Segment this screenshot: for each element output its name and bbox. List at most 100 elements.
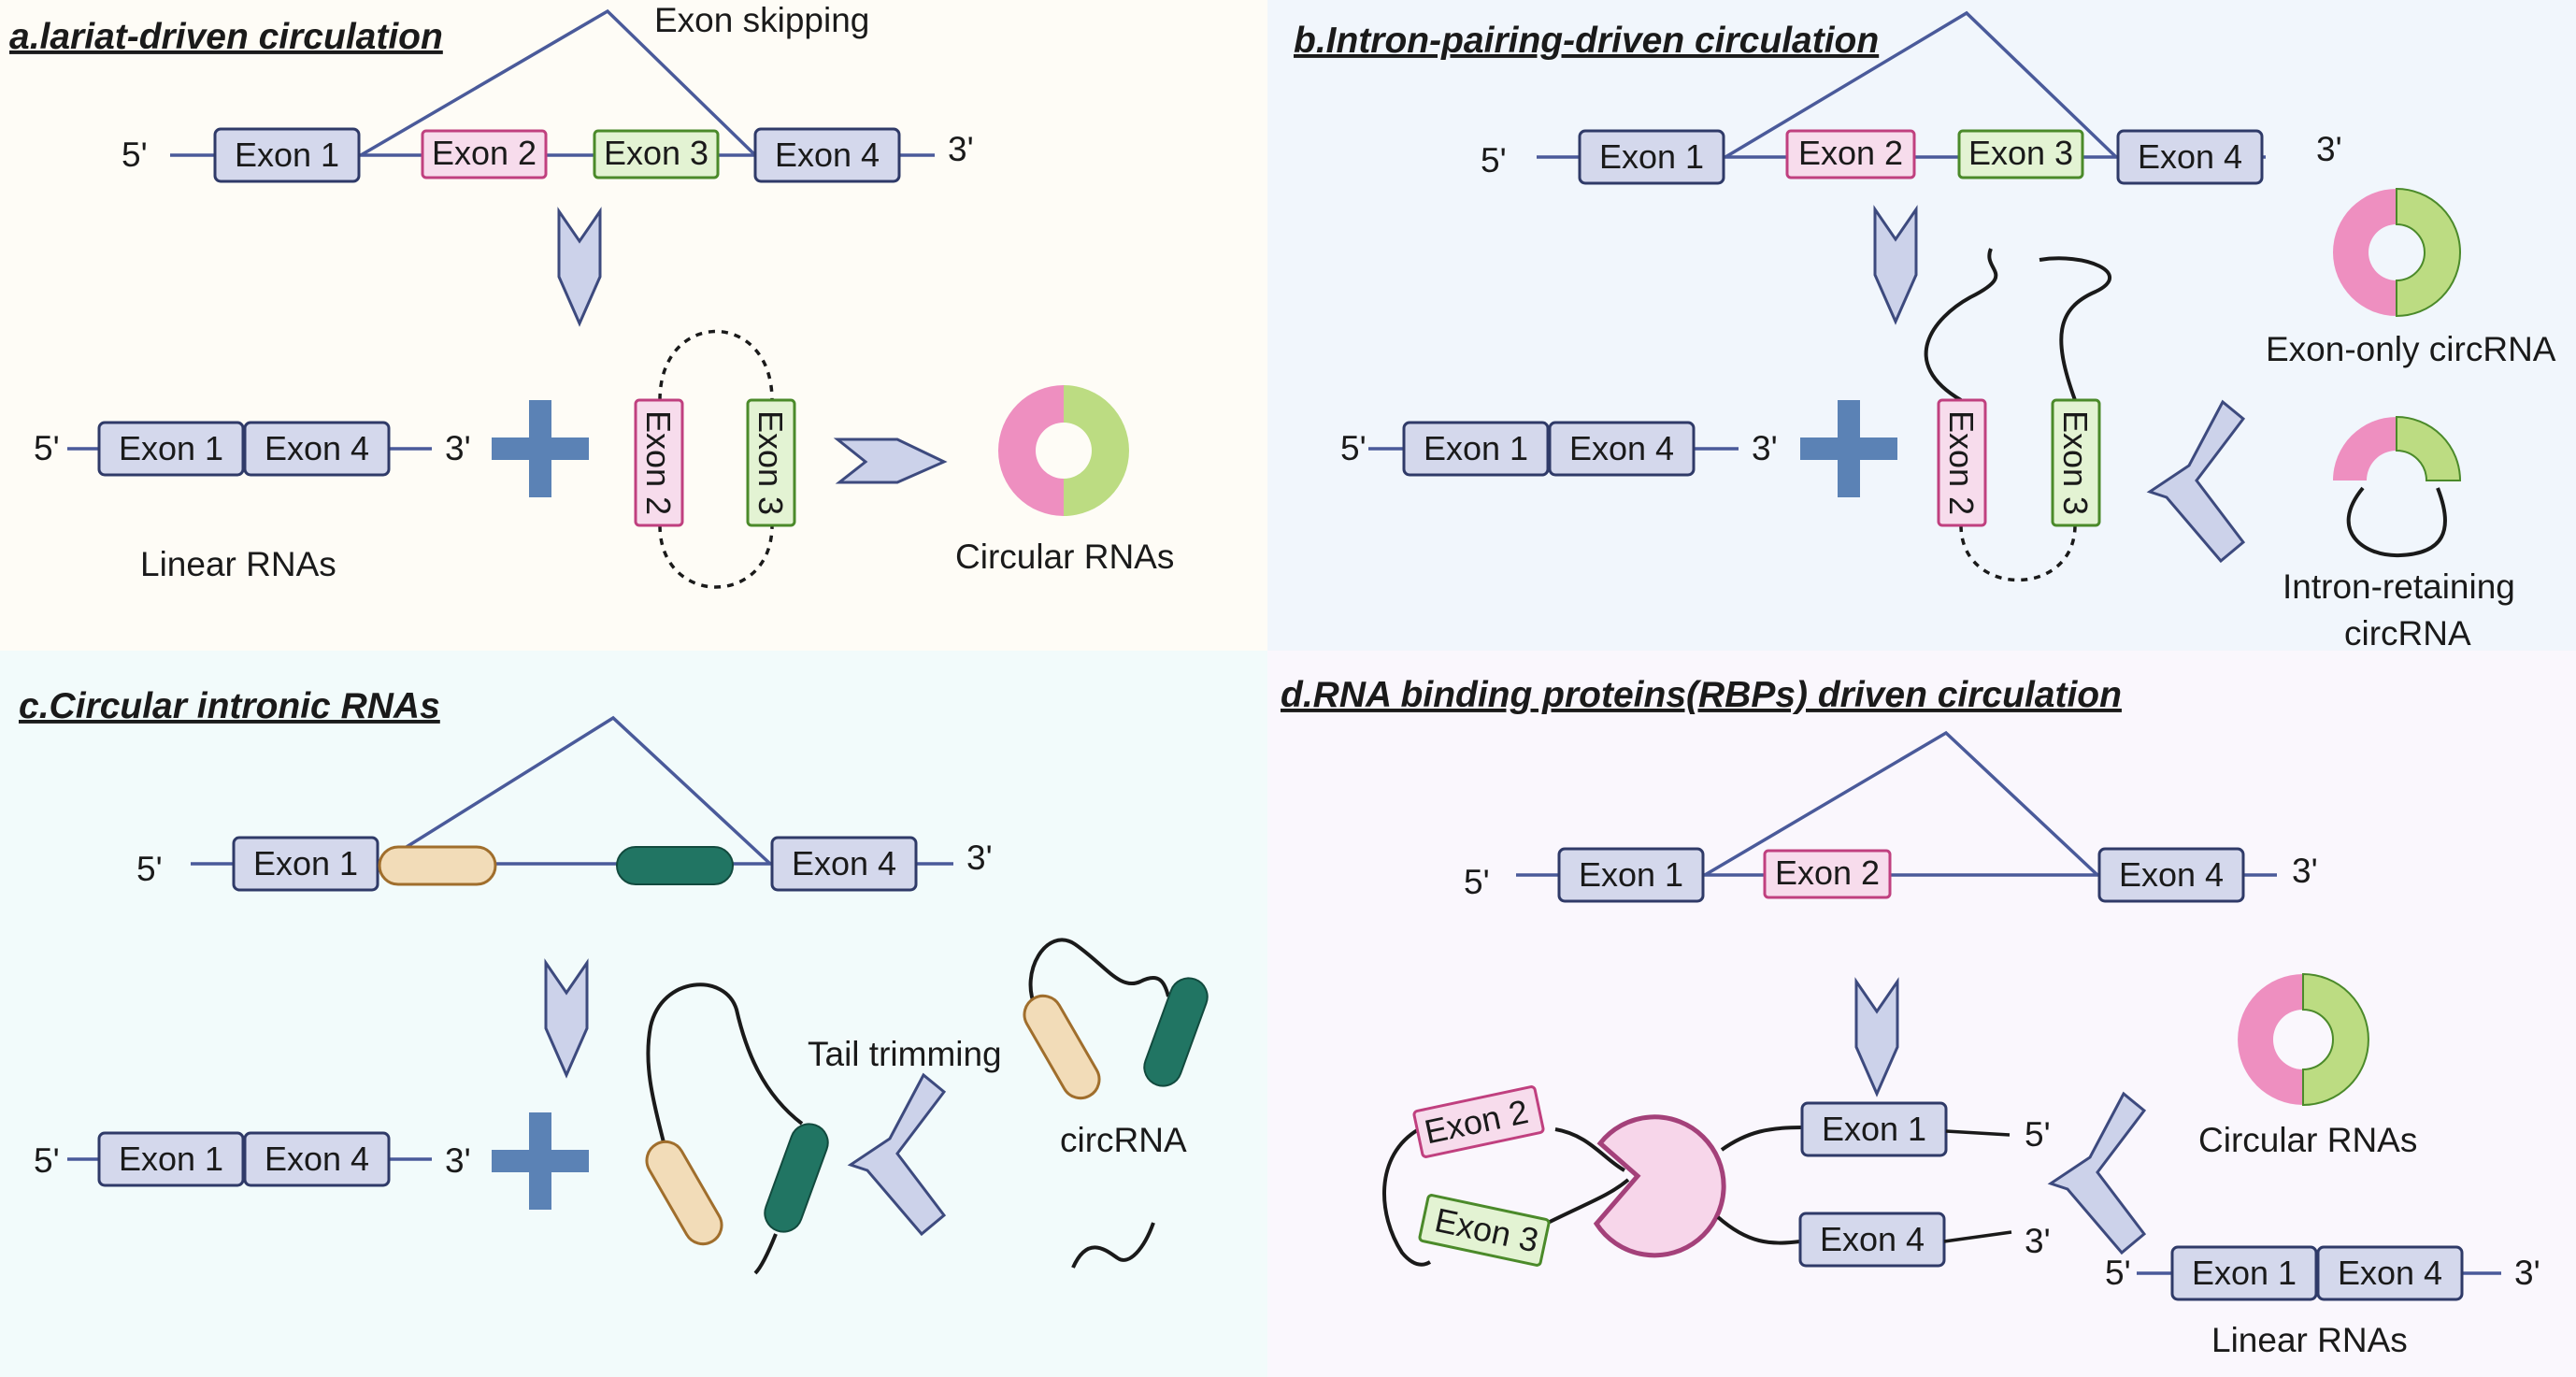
exon-1-label: Exon 1 [119,429,223,467]
intron-retaining-circrna-pink-half [2333,417,2397,481]
lariat-teal-element [764,1123,829,1233]
panel-b: b.Intron-pairing-driven circulation 5' 3… [1294,10,2556,653]
exon-1-label: Exon 1 [253,844,358,882]
intron-retaining-label-line1: Intron-retaining [2283,567,2515,606]
exon-2-label: Exon 2 [432,134,537,172]
panel-d: d.RNA binding proteins(RBPs) driven circ… [1281,675,2540,1359]
intron-tail [2039,256,2111,401]
exon-4-label: Exon 4 [1569,429,1674,467]
panel-d-title: d.RNA binding proteins(RBPs) driven circ… [1281,675,2122,715]
retained-intron-loop [2346,486,2447,558]
intron-retaining-circrna-green-half [2396,415,2462,481]
intron-retaining-label-line2: circRNA [2344,614,2471,653]
five-prime-label: 5' [122,136,148,174]
exon-2-box [634,398,684,527]
exon-4-box [770,836,918,892]
exon-1-label: Exon 1 [1599,137,1704,176]
panel-c-title: c.Circular intronic RNAs [19,686,440,726]
right-arrow [833,437,948,484]
circular-rnas-label: Circular RNAs [2198,1121,2417,1159]
exon-1-box [213,127,361,183]
exon-3-label: Exon 3 [2056,410,2095,515]
exon-4-box [243,1131,391,1187]
exon-2-box [1785,129,1916,179]
circrna-teal-element [1143,977,1209,1087]
exon-4-label: Exon 4 [775,136,880,174]
three-prime-label: 3' [2025,1222,2051,1260]
panel-c-background [0,651,1267,1377]
intronic-rna-strand [646,983,804,1143]
exon-3-label: Exon 3 [604,134,708,172]
exon-4-box [2316,1245,2464,1301]
intronic-rna-tail [753,1233,778,1275]
intron-element-teal [616,846,734,885]
circular-rna-pink-half [2238,974,2303,1105]
three-prime-label: 3' [966,839,993,877]
exon-1-box [1402,421,1550,477]
five-prime-label: 5' [2025,1115,2051,1154]
exon-4-label: Exon 4 [2338,1254,2442,1292]
exon-3-box [1418,1194,1551,1267]
exon-1-label: Exon 1 [235,136,339,174]
circrna-tan-element [1023,994,1101,1100]
exon-only-circrna-label: Exon-only circRNA [2266,330,2556,368]
five-prime-label: 5' [1481,141,1507,179]
exon-4-label: Exon 4 [1820,1220,1925,1258]
five-prime-label: 5' [136,850,163,888]
circular-rna-green-half [2302,972,2369,1107]
exon-4-box [2116,129,2264,185]
panel-a-title: a.lariat-driven circulation [9,17,443,57]
rbp-rna-connector [1554,1127,1625,1172]
circular-rnas-label: Circular RNAs [955,538,1174,576]
three-prime-label: 3' [2292,852,2318,890]
five-prime-label: 5' [34,1141,60,1180]
linear-rnas-label: Linear RNAs [140,545,336,583]
exon-4-box [243,421,391,477]
exon-4-box [1798,1212,1946,1268]
rbp-protein [1593,1114,1726,1258]
three-prime-label: 3' [948,130,974,168]
exon2-exon3-loop [1382,1127,1432,1267]
exon-3-box [1957,129,2084,179]
exon-2-label: Exon 2 [639,410,678,515]
exon-1-box [97,421,245,477]
circrna-label: circRNA [1060,1121,1187,1159]
exon-4-label: Exon 4 [792,844,896,882]
three-prime-label: 3' [445,1141,471,1180]
exon-only-circrna-green-half [2396,187,2461,318]
three-prime-label: 3' [1752,429,1778,467]
exon-3-box [593,129,720,179]
exon-4-label: Exon 4 [265,429,369,467]
exon-1-box [97,1131,245,1187]
panel-a: a.lariat-driven circulation Exon skippin… [9,1,1174,589]
five-prime-label: 5' [1340,429,1367,467]
intron-element-tan [378,845,497,886]
exon-1-label: Exon 1 [1424,429,1528,467]
circrna-strand [1028,938,1170,1009]
exon-2-box [1763,849,1892,899]
intron-tail [1924,248,1998,402]
trimmed-tail-fragment [1071,1222,1155,1269]
exon-1-box [2170,1245,2318,1301]
exon-1-label: Exon 1 [119,1140,223,1178]
exon-skipping-label: Exon skipping [654,1,869,39]
rbp-rna-connector [1720,1126,1803,1152]
rbp-rna-connector [1716,1215,1801,1245]
panel-c: c.Circular intronic RNAs 5' 3' Exon 1 Ex… [19,686,1209,1275]
exon-2-label: Exon 2 [1798,134,1903,172]
exon-2-label: Exon 2 [1775,853,1880,892]
exon-2-box [1937,398,1987,527]
five-prime-label: 5' [1464,863,1490,901]
exon-3-label: Exon 3 [1968,134,2073,172]
exon-1-label: Exon 1 [2192,1254,2297,1292]
three-prime-label: 3' [2514,1254,2540,1292]
three-prime-label: 3' [2316,130,2342,168]
exon-1-label: Exon 1 [1579,855,1683,894]
exon-1-label: Exon 1 [1822,1110,1926,1148]
exon-4-box [2097,847,2245,903]
exon-only-circrna-pink-half [2333,189,2397,316]
three-prime-label: 3' [445,429,471,467]
circular-rna-pink-half [998,385,1064,516]
exon-2-box [1412,1085,1545,1158]
